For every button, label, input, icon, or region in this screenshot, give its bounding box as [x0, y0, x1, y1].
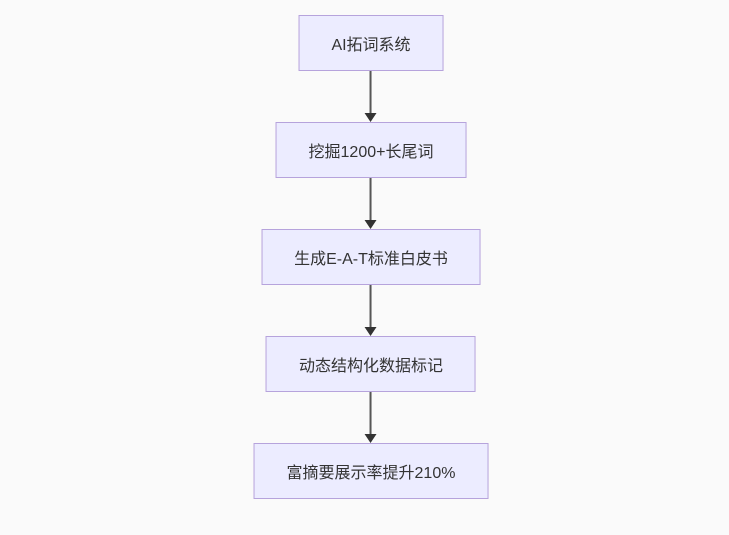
flowchart: AI拓词系统 挖掘1200+长尾词 生成E-A-T标准白皮书 动态结构化数据标记…: [253, 15, 489, 499]
flow-node-longtail-mining: 挖掘1200+长尾词: [275, 122, 467, 178]
flow-node-ai-keyword-system: AI拓词系统: [298, 15, 444, 71]
arrowhead-down-icon: [365, 220, 377, 229]
arrowhead-down-icon: [365, 434, 377, 443]
arrowhead-down-icon: [365, 327, 377, 336]
flow-node-label: 动态结构化数据标记: [298, 358, 443, 375]
flow-node-structured-data-markup: 动态结构化数据标记: [265, 336, 476, 392]
edge-arrow-3: [365, 285, 377, 336]
edge-line: [370, 71, 372, 114]
edge-arrow-2: [365, 178, 377, 229]
flow-node-label: 生成E-A-T标准白皮书: [294, 251, 448, 268]
edge-arrow-1: [365, 71, 377, 122]
flow-node-eat-whitepaper: 生成E-A-T标准白皮书: [261, 229, 481, 285]
edge-line: [370, 178, 372, 221]
edge-line: [370, 392, 372, 435]
edge-line: [370, 285, 372, 328]
flow-node-rich-snippet-rate: 富摘要展示率提升210%: [253, 443, 489, 499]
flow-node-label: 富摘要展示率提升210%: [286, 465, 456, 482]
flow-node-label: 挖掘1200+长尾词: [308, 144, 434, 161]
edge-arrow-4: [365, 392, 377, 443]
arrowhead-down-icon: [365, 113, 377, 122]
flow-node-label: AI拓词系统: [331, 37, 411, 54]
